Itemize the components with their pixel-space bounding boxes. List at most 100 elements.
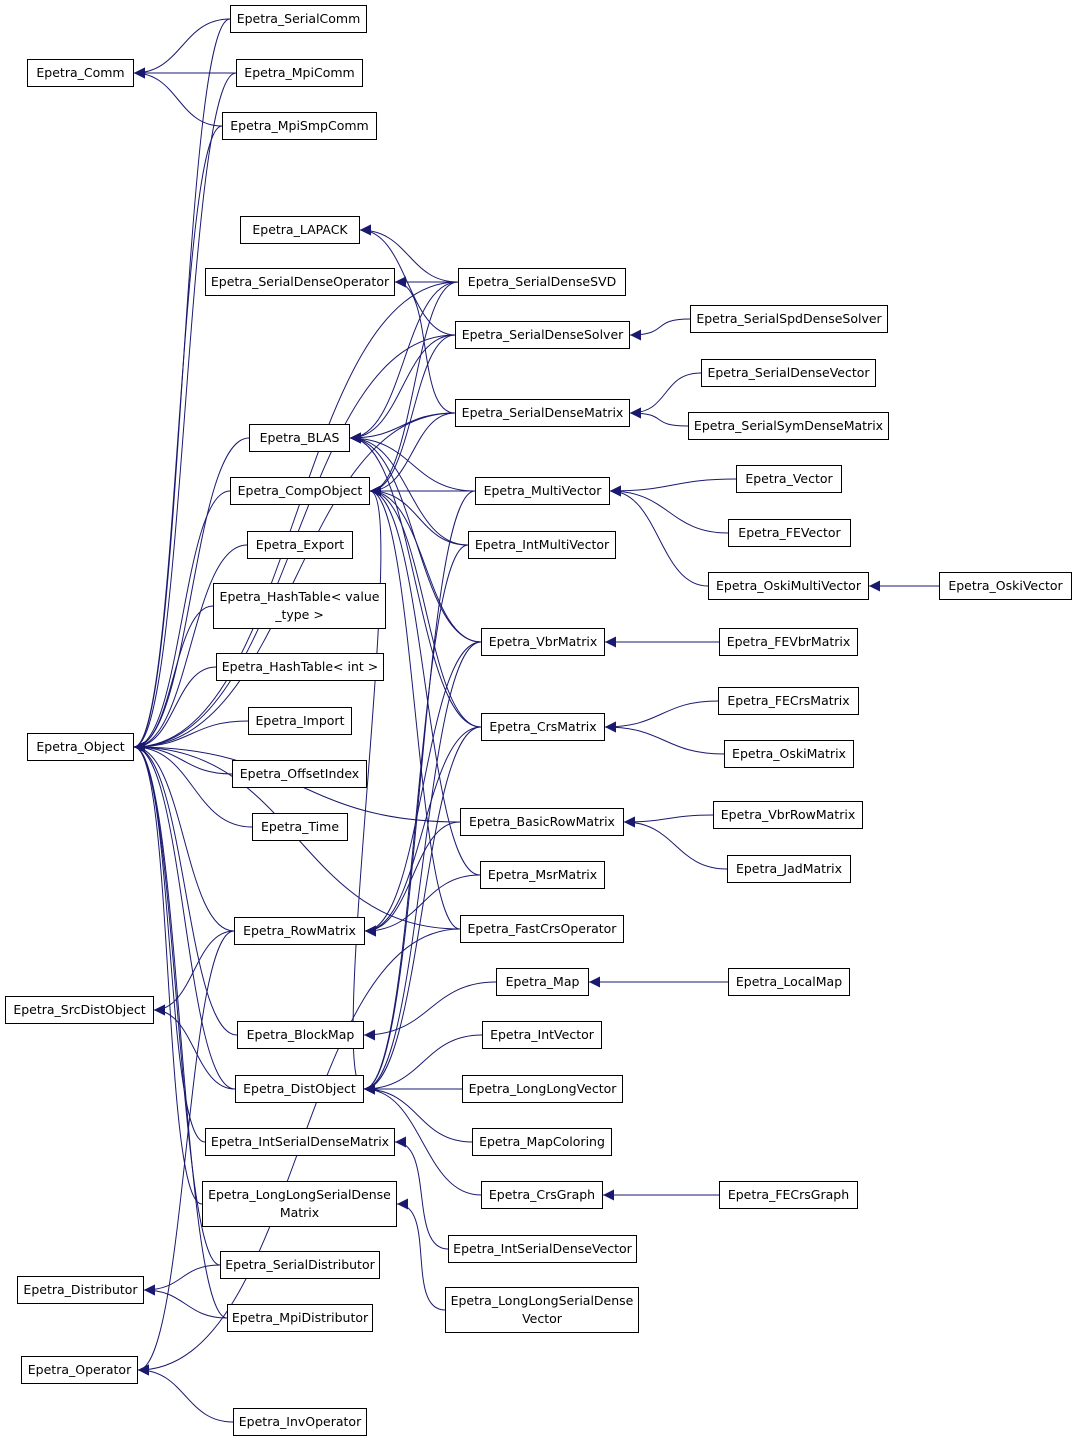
class-node-vbrmatrix[interactable]: Epetra_VbrMatrix	[481, 628, 605, 656]
class-node-label: Epetra_Distributor	[23, 1282, 138, 1297]
class-node-sdoperator[interactable]: Epetra_SerialDenseOperator	[205, 268, 395, 296]
class-node-mpismpcomm[interactable]: Epetra_MpiSmpComm	[222, 112, 377, 140]
class-node-label: Epetra_Operator	[27, 1362, 132, 1377]
class-node-blockmap[interactable]: Epetra_BlockMap	[237, 1021, 364, 1049]
class-node-label: Epetra_LongLongSerialDense Vector	[450, 1293, 634, 1326]
class-node-crsmatrix[interactable]: Epetra_CrsMatrix	[481, 713, 605, 741]
inheritance-edge-invoperator-to-operator	[137, 1364, 234, 1423]
class-node-longlongvector[interactable]: Epetra_LongLongVector	[462, 1075, 623, 1103]
class-node-label: Epetra_MapColoring	[479, 1134, 605, 1149]
class-node-blas[interactable]: Epetra_BLAS	[249, 424, 350, 452]
class-node-oskimultivector[interactable]: Epetra_OskiMultiVector	[708, 572, 869, 600]
class-node-symdense[interactable]: Epetra_SerialSymDenseMatrix	[688, 412, 889, 440]
class-node-label: Epetra_MsrMatrix	[487, 867, 598, 882]
inheritance-edge-sdvector-to-sdmatrix	[629, 372, 702, 419]
class-node-serialcomm[interactable]: Epetra_SerialComm	[230, 5, 367, 33]
class-node-label: Epetra_FECrsGraph	[727, 1187, 850, 1202]
class-node-compobject[interactable]: Epetra_CompObject	[230, 477, 370, 505]
class-node-label: Epetra_IntSerialDenseMatrix	[210, 1134, 390, 1149]
class-node-serialdistributor[interactable]: Epetra_SerialDistributor	[220, 1251, 380, 1279]
inheritance-edge-serialcomm-to-comm	[133, 18, 231, 79]
class-node-crsgraph[interactable]: Epetra_CrsGraph	[481, 1181, 603, 1209]
inheritance-edge-fevector-to-multivector	[609, 485, 729, 534]
class-node-sdsvd[interactable]: Epetra_SerialDenseSVD	[458, 268, 626, 296]
class-node-mpidistributor[interactable]: Epetra_MpiDistributor	[227, 1304, 373, 1332]
class-node-object[interactable]: Epetra_Object	[27, 733, 134, 761]
class-node-intsdmatrix[interactable]: Epetra_IntSerialDenseMatrix	[205, 1128, 395, 1156]
class-node-localmap[interactable]: Epetra_LocalMap	[728, 968, 850, 996]
class-node-label: Epetra_MpiDistributor	[231, 1310, 369, 1325]
class-node-intmultivector[interactable]: Epetra_IntMultiVector	[468, 531, 616, 559]
inheritance-edge-sdsolver-to-blas	[349, 334, 456, 444]
class-node-intvector[interactable]: Epetra_IntVector	[482, 1021, 602, 1049]
class-node-label: Epetra_Comm	[36, 65, 125, 80]
class-node-label: Epetra_IntMultiVector	[474, 537, 610, 552]
inheritance-edge-distobject-to-srcdist	[153, 1004, 236, 1090]
class-node-time[interactable]: Epetra_Time	[252, 813, 348, 841]
inheritance-edge-jadmatrix-to-basicrowmatrix	[623, 816, 728, 870]
class-node-label: Epetra_OffsetIndex	[239, 766, 360, 781]
class-node-mapcoloring[interactable]: Epetra_MapColoring	[472, 1128, 612, 1156]
class-node-sdsolver[interactable]: Epetra_SerialDenseSolver	[455, 321, 630, 349]
class-node-fastcrsop[interactable]: Epetra_FastCrsOperator	[460, 915, 624, 943]
class-node-label: Epetra_HashTable< value _type >	[219, 589, 380, 622]
class-node-label: Epetra_SrcDistObject	[13, 1002, 146, 1017]
class-node-label: Epetra_SerialDenseSolver	[461, 327, 624, 342]
class-node-oskivector[interactable]: Epetra_OskiVector	[939, 572, 1072, 600]
class-node-import[interactable]: Epetra_Import	[248, 707, 352, 735]
class-node-offsetindex[interactable]: Epetra_OffsetIndex	[232, 760, 367, 788]
inheritance-edge-vbrrowmatrix-to-basicrowmatrix	[623, 814, 714, 828]
class-node-intsdvector[interactable]: Epetra_IntSerialDenseVector	[448, 1235, 637, 1263]
class-node-label: Epetra_MpiSmpComm	[230, 118, 369, 133]
inheritance-edge-mpismpcomm-to-comm	[133, 67, 223, 127]
inheritance-edge-mpidistributor-to-object	[133, 741, 228, 1319]
class-node-distributor[interactable]: Epetra_Distributor	[17, 1276, 144, 1304]
class-node-vbrrowmatrix[interactable]: Epetra_VbrRowMatrix	[713, 801, 863, 829]
class-node-label: Epetra_SerialSymDenseMatrix	[693, 418, 884, 433]
class-node-sdmatrix[interactable]: Epetra_SerialDenseMatrix	[455, 399, 630, 427]
inheritance-edge-offsetindex-to-object	[133, 741, 233, 775]
class-node-rowmatrix[interactable]: Epetra_RowMatrix	[234, 917, 365, 945]
class-node-export[interactable]: Epetra_Export	[247, 531, 353, 559]
class-node-fevector[interactable]: Epetra_FEVector	[728, 519, 851, 547]
class-node-oskimatrix[interactable]: Epetra_OskiMatrix	[724, 740, 854, 768]
class-node-label: Epetra_CrsMatrix	[489, 719, 597, 734]
class-node-vector[interactable]: Epetra_Vector	[736, 465, 842, 493]
class-node-fecrsmatrix[interactable]: Epetra_FECrsMatrix	[718, 687, 859, 715]
inheritance-edge-rowmatrix-to-operator	[137, 930, 235, 1376]
class-node-mpicomm[interactable]: Epetra_MpiComm	[236, 59, 363, 87]
class-node-srcdist[interactable]: Epetra_SrcDistObject	[5, 996, 154, 1024]
class-node-jadmatrix[interactable]: Epetra_JadMatrix	[727, 855, 851, 883]
inheritance-edge-export-to-object	[133, 544, 248, 753]
class-node-label: Epetra_Time	[260, 819, 340, 834]
inheritance-edge-sdmatrix-to-object	[133, 412, 456, 753]
class-node-invoperator[interactable]: Epetra_InvOperator	[233, 1408, 367, 1436]
class-node-label: Epetra_FEVbrMatrix	[726, 634, 851, 649]
class-node-spdsolver[interactable]: Epetra_SerialSpdDenseSolver	[690, 305, 888, 333]
class-node-msrmatrix[interactable]: Epetra_MsrMatrix	[480, 861, 605, 889]
class-node-hashint[interactable]: Epetra_HashTable< int >	[216, 653, 384, 681]
class-node-label: Epetra_BLAS	[259, 430, 340, 445]
inheritance-edge-sdsvd-to-blas	[349, 281, 459, 444]
class-node-llsdvector[interactable]: Epetra_LongLongSerialDense Vector	[445, 1287, 639, 1333]
inheritance-edge-intmultivector-to-compobject	[369, 485, 469, 546]
class-node-comm[interactable]: Epetra_Comm	[27, 59, 134, 87]
class-node-label: Epetra_SerialDenseMatrix	[461, 405, 624, 420]
class-node-label: Epetra_Map	[505, 974, 580, 989]
inheritance-edge-serialdistributor-to-distributor	[143, 1264, 221, 1296]
class-node-llsdmatrix[interactable]: Epetra_LongLongSerialDense Matrix	[202, 1181, 397, 1227]
class-node-map[interactable]: Epetra_Map	[496, 968, 589, 996]
class-node-label: Epetra_CrsGraph	[488, 1187, 596, 1202]
class-node-fevbrmatrix[interactable]: Epetra_FEVbrMatrix	[719, 628, 858, 656]
class-node-distobject[interactable]: Epetra_DistObject	[235, 1075, 364, 1103]
inheritance-edge-mpidistributor-to-distributor	[143, 1284, 228, 1319]
class-node-hashvalue[interactable]: Epetra_HashTable< value _type >	[213, 583, 386, 629]
inheritance-edge-vbrmatrix-to-rowmatrix	[364, 641, 482, 937]
class-node-lapack[interactable]: Epetra_LAPACK	[240, 216, 360, 244]
class-node-multivector[interactable]: Epetra_MultiVector	[475, 477, 610, 505]
class-node-fecrsgraph[interactable]: Epetra_FECrsGraph	[719, 1181, 858, 1209]
class-node-basicrowmatrix[interactable]: Epetra_BasicRowMatrix	[460, 808, 624, 836]
class-node-operator[interactable]: Epetra_Operator	[21, 1356, 138, 1384]
class-node-sdvector[interactable]: Epetra_SerialDenseVector	[701, 359, 876, 387]
inheritance-edge-sdsolver-to-compobject	[369, 334, 456, 497]
